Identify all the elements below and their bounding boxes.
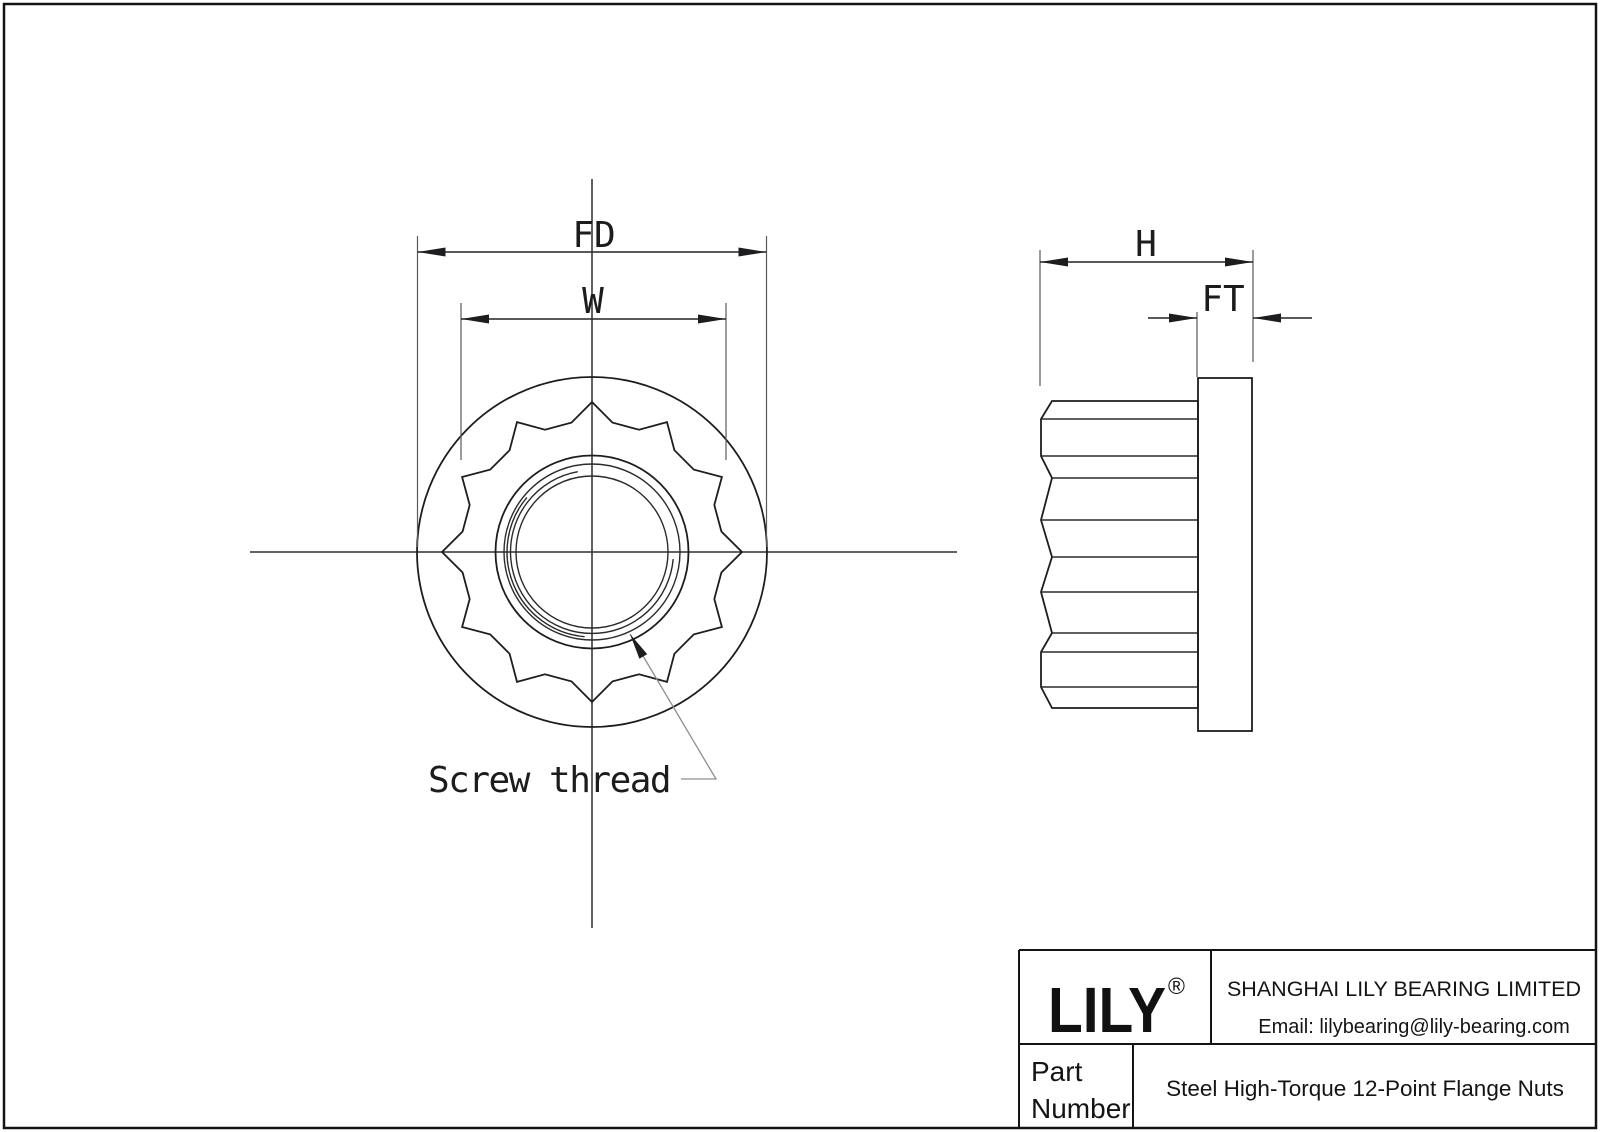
- dimension-fd: FD: [416, 215, 768, 547]
- thread-helix-arc: [509, 471, 674, 635]
- dimension-w: W: [460, 281, 727, 460]
- screw-thread-annotation: Screw thread: [428, 633, 718, 801]
- part-number-label-line1: Part: [1031, 1056, 1083, 1087]
- company-logo: LILY: [1048, 974, 1166, 1046]
- ft-arrow-right: [1253, 313, 1281, 323]
- company-name: SHANGHAI LILY BEARING LIMITED: [1227, 977, 1581, 1001]
- fd-label: FD: [572, 215, 615, 256]
- title-block: LILY ® SHANGHAI LILY BEARING LIMITED Ema…: [1018, 949, 1596, 1128]
- h-label: H: [1135, 224, 1157, 265]
- h-arrow-right: [1225, 257, 1253, 267]
- w-label: W: [582, 281, 604, 322]
- dimension-ft: FT: [1148, 279, 1312, 377]
- flange-outer-circle: [416, 376, 768, 728]
- part-description: Steel High-Torque 12-Point Flange Nuts: [1166, 1076, 1564, 1101]
- h-arrow-left: [1040, 257, 1068, 267]
- company-email: Email: lilybearing@lily-bearing.com: [1258, 1016, 1570, 1038]
- w-arrow-left: [461, 314, 489, 324]
- flange-rectangle: [1197, 377, 1253, 732]
- threaded-body-outline: [1040, 400, 1199, 709]
- thread-lines: [1041, 418, 1198, 688]
- thread-pitch-circle: [503, 463, 681, 641]
- w-arrow-right: [698, 314, 726, 324]
- twelve-point-profile: [440, 400, 744, 704]
- side-view: H FT: [1039, 224, 1312, 732]
- fd-arrow-right: [738, 247, 767, 257]
- fd-arrow-left: [417, 247, 446, 257]
- ft-arrow-left: [1169, 313, 1197, 323]
- thread-helix-arc-2: [506, 496, 585, 638]
- part-number-label-line2: Number: [1031, 1093, 1131, 1124]
- leader-arrowhead: [630, 634, 648, 659]
- front-view: FD W Screw thread: [250, 179, 957, 928]
- thread-major-circle: [494, 454, 690, 650]
- bore-minor-circle: [515, 475, 669, 629]
- dimension-h: H: [1039, 224, 1254, 386]
- leader-line: [629, 633, 718, 780]
- ft-label: FT: [1201, 279, 1244, 320]
- registered-trademark-icon: ®: [1168, 973, 1185, 999]
- screw-thread-label: Screw thread: [428, 760, 670, 801]
